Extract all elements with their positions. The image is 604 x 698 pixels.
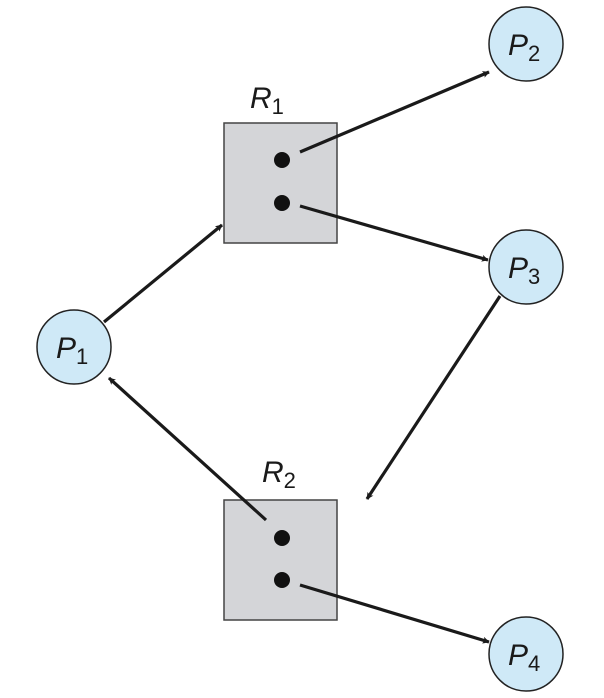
resource-r1-instance-2 xyxy=(274,195,290,211)
edge-p1-to-r1 xyxy=(102,223,224,324)
resource-r2-label: R2 xyxy=(262,456,296,493)
process-p4: P4 xyxy=(488,616,564,692)
resource-r1-instance-1 xyxy=(274,152,290,168)
process-p1: P1 xyxy=(36,309,112,385)
edge-r1-to-p3 xyxy=(299,204,489,262)
process-p3-label: P3 xyxy=(508,252,540,289)
process-p2-circle xyxy=(488,6,564,82)
edge-r1-to-p2 xyxy=(299,70,490,154)
process-p1-label: P1 xyxy=(56,332,88,369)
edge-r2-to-p1 xyxy=(107,376,268,522)
process-p4-circle xyxy=(488,616,564,692)
resource-r1: R1 xyxy=(223,82,338,244)
process-p2: P2 xyxy=(488,6,564,82)
resource-r2: R2 xyxy=(223,456,338,621)
resource-r2-instance-2 xyxy=(274,572,290,588)
process-p3: P3 xyxy=(488,229,564,305)
resource-r2-instance-1 xyxy=(274,530,290,546)
edges xyxy=(102,70,502,644)
edge-r2-to-p4 xyxy=(299,583,490,644)
resource-r1-label: R1 xyxy=(250,82,284,119)
process-p4-label: P4 xyxy=(508,639,540,676)
resource-r1-box xyxy=(223,122,338,244)
process-p2-label: P2 xyxy=(508,29,540,66)
process-p3-circle xyxy=(488,229,564,305)
process-p1-circle xyxy=(36,309,112,385)
edge-p3-to-r2 xyxy=(365,295,502,500)
resource-r2-box xyxy=(223,499,338,621)
